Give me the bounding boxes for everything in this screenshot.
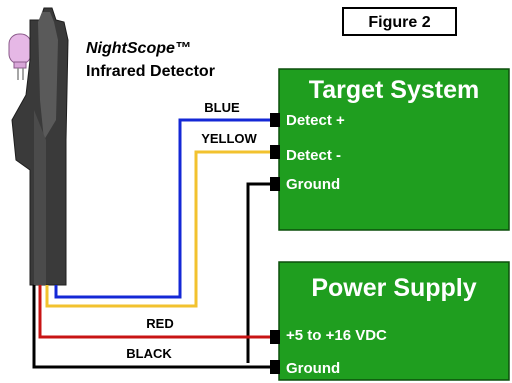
terminal-detect-minus [270,145,280,159]
target-system-title: Target System [309,76,479,104]
terminal-power-ground [270,360,280,374]
power-pin-ground: Ground [286,360,340,377]
yellow-wire [45,150,272,308]
power-pin-vdc: +5 to +16 VDC [286,327,387,344]
black-wire [32,285,272,369]
black-wire-target-ground [246,182,272,363]
terminal-detect-plus [270,113,280,127]
blue-wire [54,118,272,299]
power-supply-box [278,261,510,381]
terminal-power-vdc [270,330,280,344]
figure-label-box [342,7,457,36]
target-pin-ground: Ground [286,176,340,193]
figure-label: Figure 2 [368,14,430,31]
red-wire-label: RED [146,316,173,331]
target-pin-detect-minus: Detect - [286,147,341,164]
detector-subtitle: Infrared Detector [86,63,215,80]
led-icon [8,33,32,65]
terminal-target-ground [270,177,280,191]
blue-wire-label: BLUE [204,100,240,115]
power-supply-title: Power Supply [311,274,476,302]
target-system-box [278,68,510,231]
infrared-detector-device [8,7,69,286]
target-pin-detect-plus: Detect + [286,112,345,129]
detector-name: NightScope™ [86,40,191,57]
black-wire-label: BLACK [126,346,172,361]
red-wire [38,285,272,339]
yellow-wire-label: YELLOW [201,131,257,146]
